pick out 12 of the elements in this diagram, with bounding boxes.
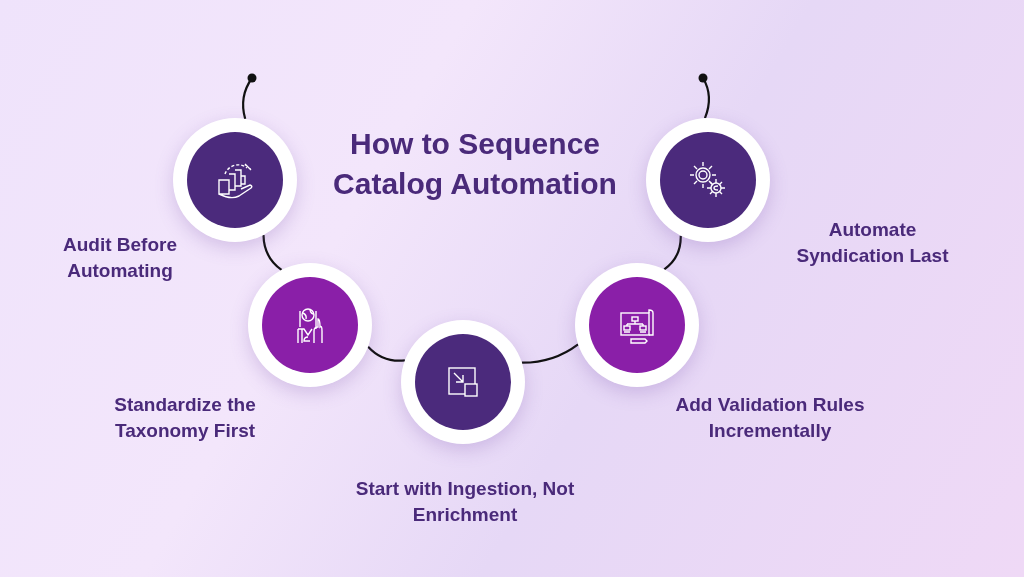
step-label: Audit Before Automating xyxy=(62,233,178,283)
step-label: Automate Syndication Last xyxy=(795,218,950,268)
connector-line xyxy=(698,73,710,119)
step-label: Standardize the Taxonomy First xyxy=(113,393,257,443)
step-label: Add Validation Rules Incrementally xyxy=(674,393,866,443)
connector-line xyxy=(367,345,405,362)
step-label: Start with Ingestion, Not Enrichment xyxy=(355,477,575,527)
diagram-title: How to Sequence Catalog Automation xyxy=(332,126,618,202)
connector-line xyxy=(521,343,579,364)
connector-line xyxy=(242,73,257,120)
connector-line xyxy=(663,235,682,271)
connector-line xyxy=(262,235,283,271)
